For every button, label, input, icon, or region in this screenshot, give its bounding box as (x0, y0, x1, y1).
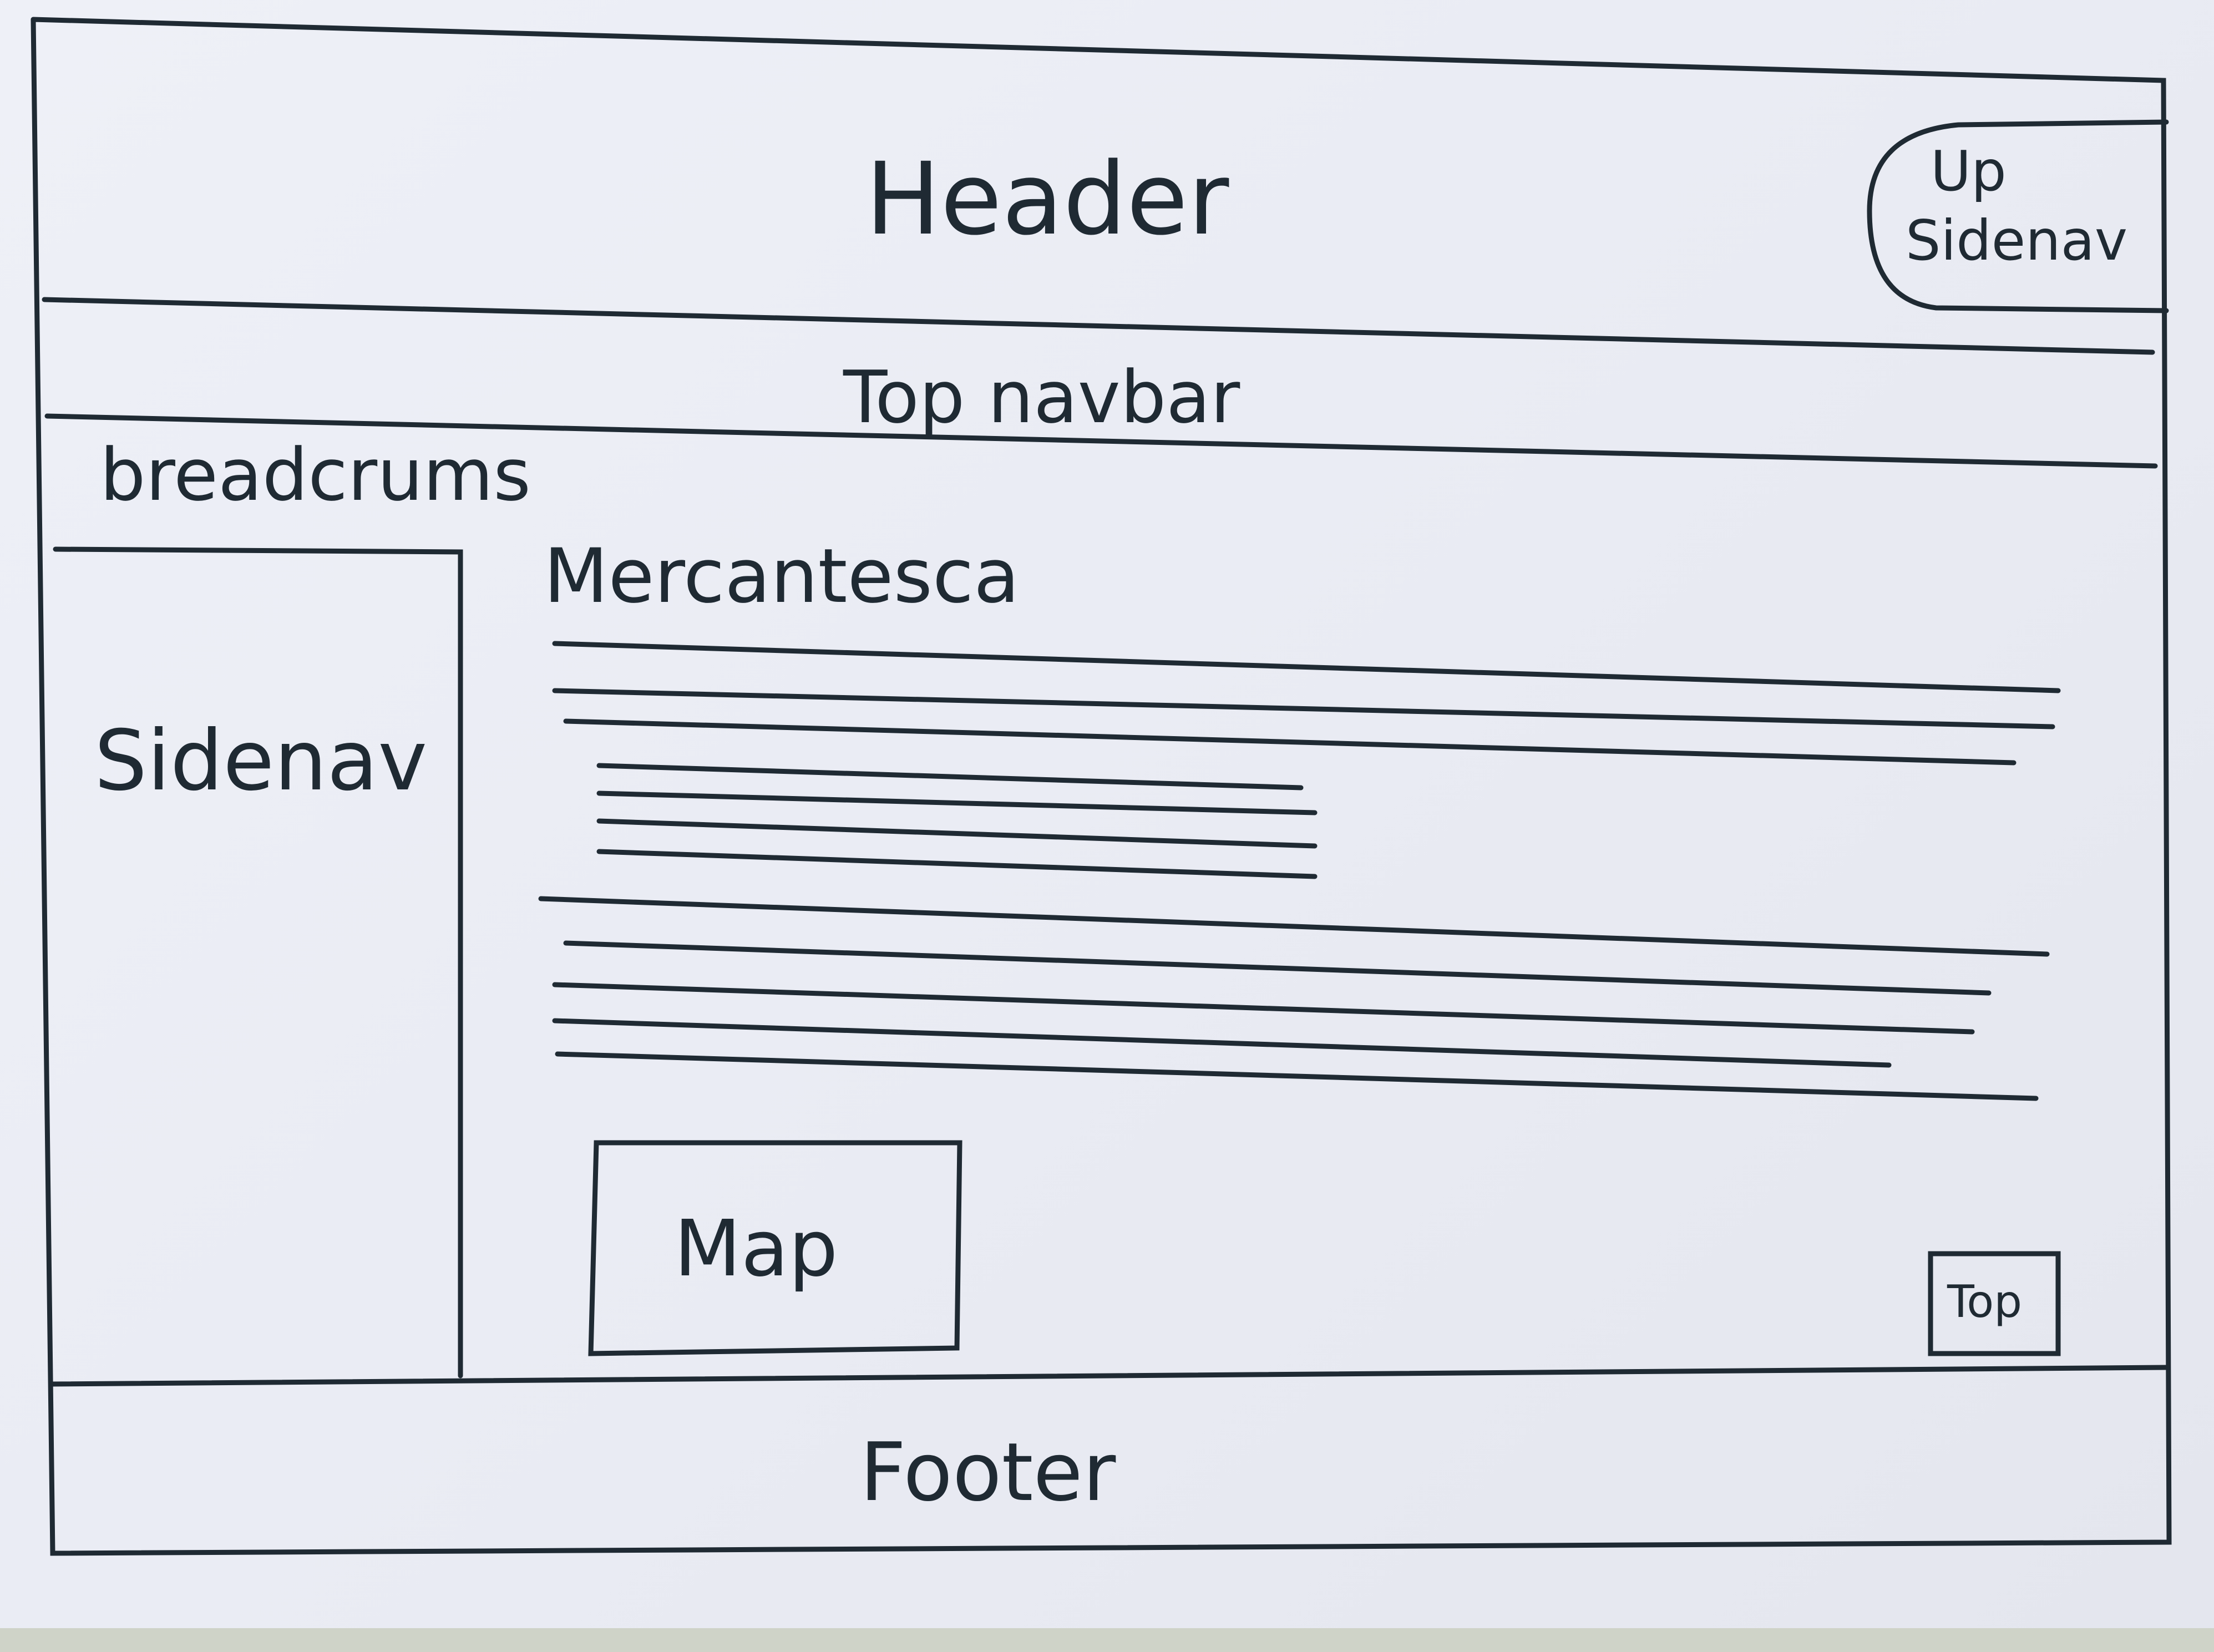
text-line (596, 818, 1318, 849)
navbar-divider (44, 413, 2158, 469)
text-line (555, 1051, 2039, 1101)
up-sidenav-outline (1867, 119, 2169, 313)
text-line (596, 790, 1318, 815)
top-navbar[interactable]: Top navbar (44, 311, 2152, 444)
sidenav-label: Sidenav (94, 713, 428, 809)
text-line (596, 763, 1304, 790)
text-line (538, 896, 2050, 957)
breadcrumb-label: breadcrums (100, 433, 531, 517)
top-navbar-label: Top navbar (843, 355, 1240, 439)
top-button-outline (1928, 1251, 2061, 1356)
text-line (563, 718, 2017, 766)
footer-label: Footer (860, 1426, 1116, 1519)
header: Header (33, 19, 2169, 308)
map-outline (588, 1140, 962, 1356)
outer-frame (31, 17, 2172, 1556)
sidenav[interactable]: Sidenav (55, 552, 460, 1373)
main-content: Mercantesca (533, 521, 2086, 1354)
up-sidenav-button[interactable]: Up Sidenav (1870, 122, 2166, 311)
back-to-top-label: Top (1947, 1276, 2022, 1327)
text-line (552, 982, 1975, 1035)
map-widget[interactable]: Map (596, 1143, 960, 1351)
breadcrumb[interactable]: breadcrums (100, 433, 531, 533)
footer-divider (50, 1365, 2169, 1387)
up-sidenav-label-line2: Sidenav (1906, 208, 2128, 273)
map-label: Map (674, 1204, 838, 1294)
footer: Footer (53, 1376, 2166, 1548)
back-to-top-button[interactable]: Top (1931, 1254, 2058, 1354)
text-line (552, 1018, 1892, 1068)
text-line (552, 688, 2055, 729)
text-line (563, 940, 1992, 996)
header-title: Header (865, 141, 1229, 257)
text-line (552, 641, 2061, 693)
up-sidenav-label-line1: Up (1931, 139, 2007, 204)
text-line (596, 849, 1318, 879)
page-title: Mercantesca (544, 533, 1020, 620)
header-divider (42, 297, 2155, 355)
sidenav-outline (53, 546, 463, 1379)
